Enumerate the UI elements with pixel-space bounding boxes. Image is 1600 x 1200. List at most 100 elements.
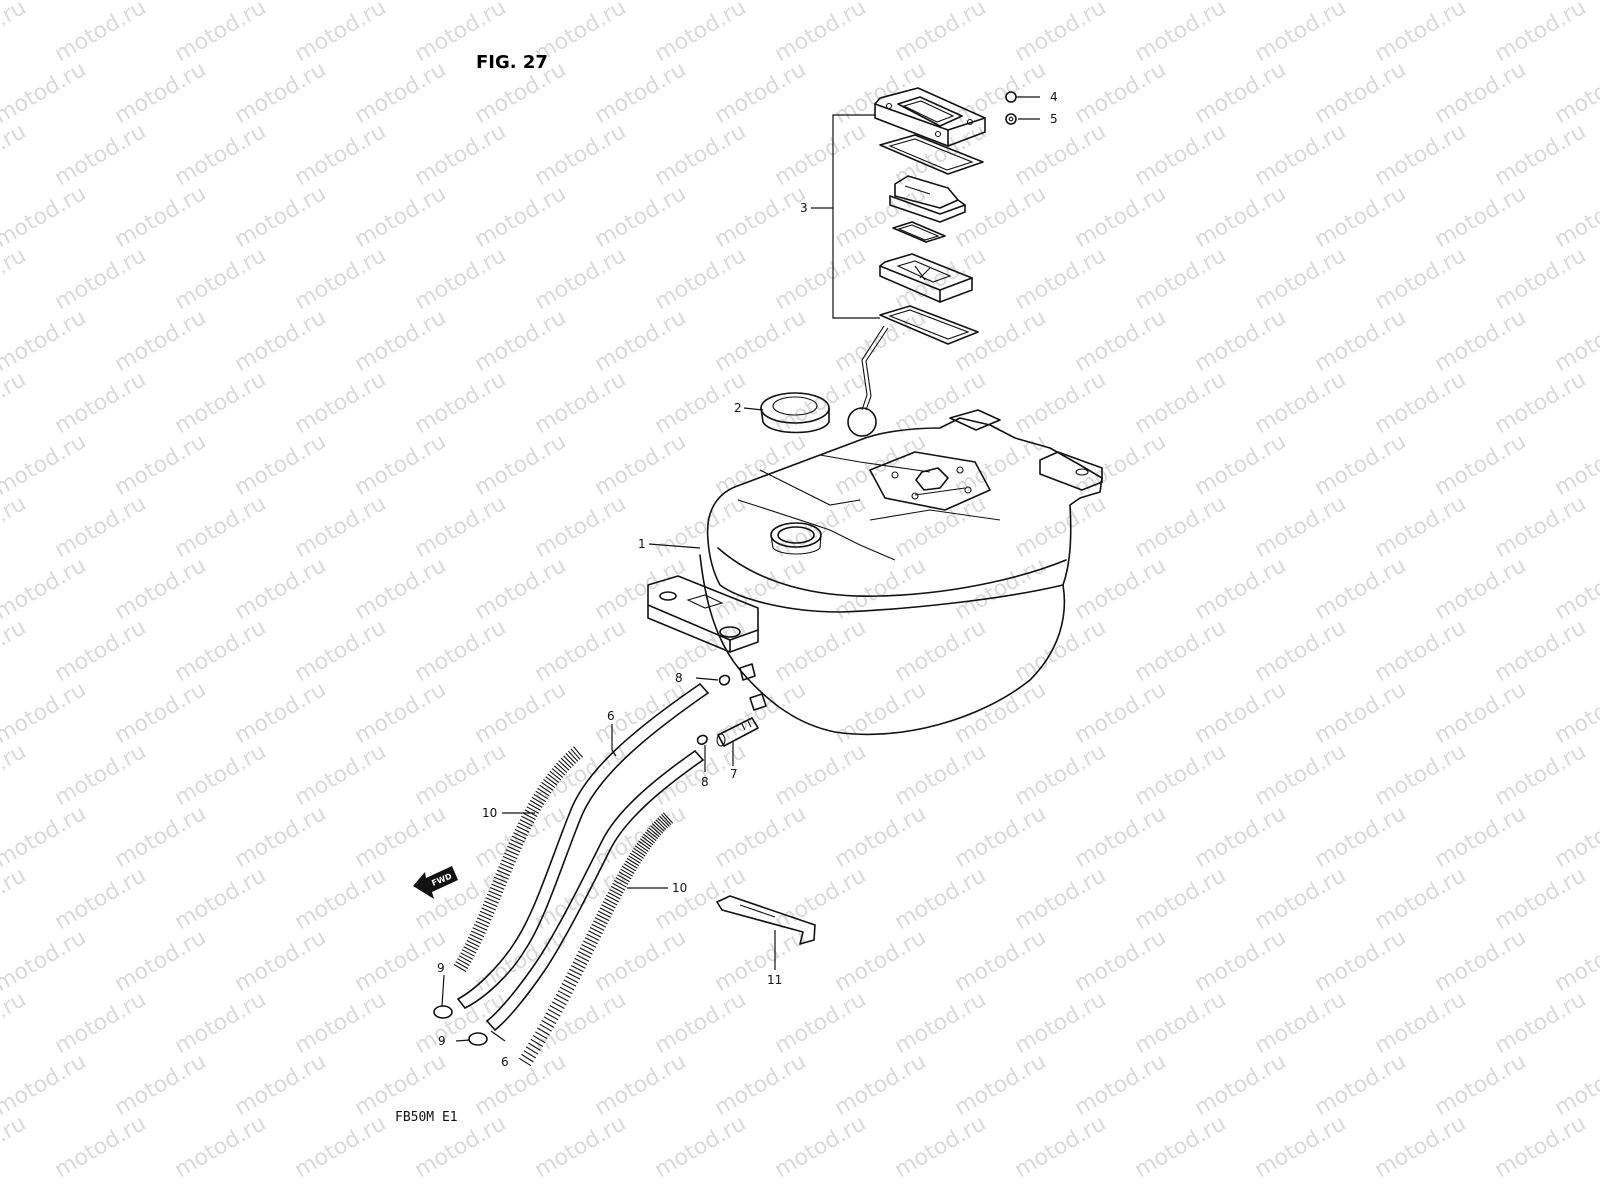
watermark: motod.ru xyxy=(1491,243,1591,315)
watermark: motod.ru xyxy=(1251,1111,1351,1183)
watermark: motod.ru xyxy=(711,925,811,997)
watermark: motod.ru xyxy=(1011,243,1111,315)
watermark: motod.ru xyxy=(471,1049,571,1121)
watermark: motod.ru xyxy=(1311,305,1411,377)
watermark: motod.ru xyxy=(51,119,151,191)
watermark: motod.ru xyxy=(0,119,30,191)
watermark: motod.ru xyxy=(291,1111,391,1183)
watermark: motod.ru xyxy=(51,243,151,315)
watermark: motod.ru xyxy=(1071,553,1171,625)
forward-direction-badge: FWD xyxy=(413,866,458,899)
watermark: motod.ru xyxy=(111,677,211,749)
watermark: motod.ru xyxy=(291,987,391,1059)
watermark: motod.ru xyxy=(0,243,30,315)
watermark: motod.ru xyxy=(0,491,30,563)
callout-6-upper: 6 xyxy=(607,709,615,723)
watermark: motod.ru xyxy=(1311,677,1411,749)
watermark: motod.ru xyxy=(1551,925,1600,997)
watermark: motod.ru xyxy=(51,987,151,1059)
watermark: motod.ru xyxy=(1551,1049,1600,1121)
watermark: motod.ru xyxy=(1371,0,1471,67)
watermark: motod.ru xyxy=(951,181,1051,253)
watermark: motod.ru xyxy=(1491,615,1591,687)
watermark: motod.ru xyxy=(1491,119,1591,191)
watermark: motod.ru xyxy=(771,863,871,935)
watermark: motod.ru xyxy=(531,491,631,563)
watermark: motod.ru xyxy=(1371,987,1471,1059)
watermark: motod.ru xyxy=(1371,491,1471,563)
callout-4: 4 xyxy=(1050,90,1058,104)
watermark: motod.ru xyxy=(1431,429,1531,501)
watermark: motod.ru xyxy=(951,801,1051,873)
callout-3: 3 xyxy=(800,201,808,215)
watermark: motod.ru xyxy=(351,553,451,625)
watermark: motod.ru xyxy=(231,677,331,749)
watermark: motod.ru xyxy=(0,801,90,873)
watermark: motod.ru xyxy=(0,181,90,253)
callout-10-left: 10 xyxy=(482,806,497,820)
watermark: motod.ru xyxy=(231,57,331,129)
watermark: motod.ru xyxy=(1131,243,1231,315)
watermark: motod.ru xyxy=(1311,925,1411,997)
watermark: motod.ru xyxy=(0,677,90,749)
watermark: motod.ru xyxy=(1491,0,1591,67)
watermark: motod.ru xyxy=(111,925,211,997)
watermark: motod.ru xyxy=(1251,243,1351,315)
watermark: motod.ru xyxy=(651,491,751,563)
watermark: motod.ru xyxy=(1251,863,1351,935)
watermark: motod.ru xyxy=(651,119,751,191)
watermark: motod.ru xyxy=(1431,925,1531,997)
watermark: motod.ru xyxy=(1431,677,1531,749)
watermark: motod.ru xyxy=(0,615,30,687)
watermark: motod.ru xyxy=(51,0,151,67)
watermark: motod.ru xyxy=(0,367,30,439)
watermark: motod.ru xyxy=(1431,553,1531,625)
valve-assembly xyxy=(847,87,1022,437)
watermark: motod.ru xyxy=(351,925,451,997)
watermark: motod.ru xyxy=(1251,367,1351,439)
watermark: motod.ru xyxy=(1071,925,1171,997)
watermark: motod.ru xyxy=(651,0,751,67)
callout-6-lower: 6 xyxy=(501,1055,509,1069)
watermark: motod.ru xyxy=(531,243,631,315)
watermark: motod.ru xyxy=(1311,181,1411,253)
watermark: motod.ru xyxy=(1371,119,1471,191)
watermark: motod.ru xyxy=(0,1111,30,1183)
watermark: motod.ru xyxy=(1191,925,1291,997)
watermark: motod.ru xyxy=(0,553,90,625)
watermark: motod.ru xyxy=(591,1049,691,1121)
callout-9-lower: 9 xyxy=(438,1034,446,1048)
watermark: motod.ru xyxy=(651,1111,751,1183)
watermark: motod.ru xyxy=(351,181,451,253)
watermark: motod.ru xyxy=(1191,181,1291,253)
watermark: motod.ru xyxy=(711,181,811,253)
watermark: motod.ru xyxy=(291,367,391,439)
watermark: motod.ru xyxy=(51,739,151,811)
callout-7: 7 xyxy=(730,767,738,781)
watermark: motod.ru xyxy=(1491,1111,1591,1183)
watermark: motod.ru xyxy=(0,57,90,129)
watermark: motod.ru xyxy=(291,119,391,191)
watermark: motod.ru xyxy=(351,801,451,873)
watermark: motod.ru xyxy=(1011,1111,1111,1183)
watermark: motod.ru xyxy=(951,1049,1051,1121)
hose-clips xyxy=(433,1005,488,1046)
watermark: motod.ru xyxy=(291,863,391,935)
watermark: motod.ru xyxy=(471,429,571,501)
watermark: motod.ru xyxy=(1251,0,1351,67)
watermark: motod.ru xyxy=(951,57,1051,129)
watermark: motod.ru xyxy=(1011,615,1111,687)
watermark: motod.ru xyxy=(351,57,451,129)
watermark: motod.ru xyxy=(1131,119,1231,191)
watermark: motod.ru xyxy=(531,1111,631,1183)
watermark: motod.ru xyxy=(771,119,871,191)
watermark: motod.ru xyxy=(1431,801,1531,873)
watermark: motod.ru xyxy=(351,429,451,501)
watermark: motod.ru xyxy=(1311,57,1411,129)
watermark: motod.ru xyxy=(1011,367,1111,439)
watermark: motod.ru xyxy=(171,243,271,315)
watermark: motod.ru xyxy=(471,553,571,625)
watermark: motod.ru xyxy=(591,305,691,377)
watermark: motod.ru xyxy=(771,0,871,67)
